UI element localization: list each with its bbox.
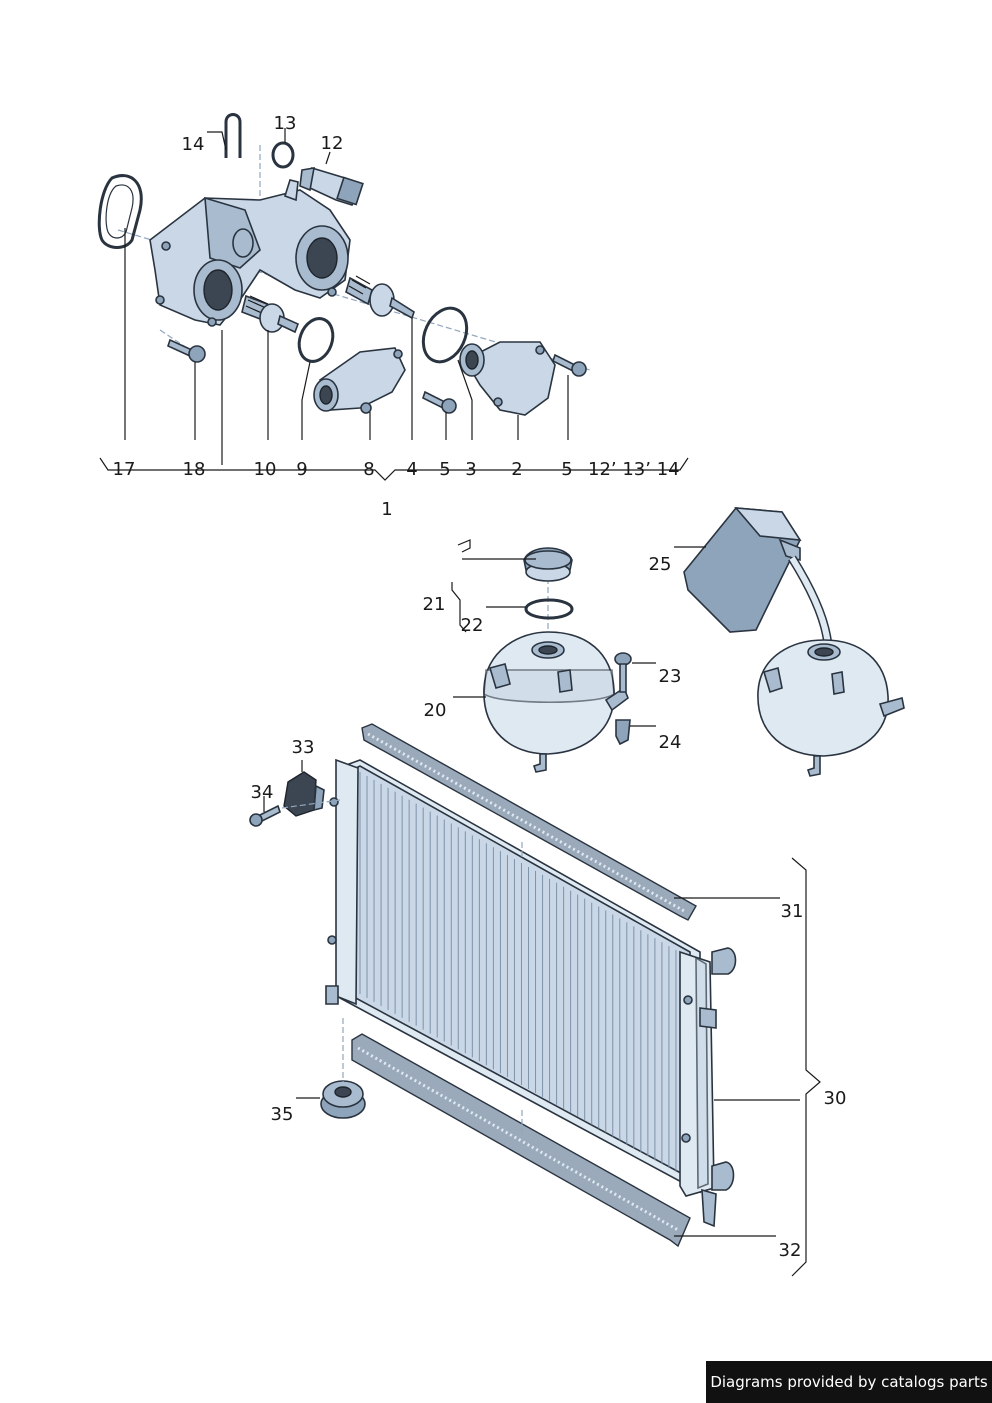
bolt-5b	[552, 353, 587, 377]
label-31: 31	[781, 901, 804, 922]
label-4: 4	[406, 459, 417, 480]
label-22: 22	[461, 615, 484, 636]
label-14: 14	[182, 134, 205, 155]
label-20: 20	[424, 700, 447, 721]
screw-23	[614, 652, 632, 693]
label-9: 9	[296, 459, 307, 480]
coolant-pipe-2	[459, 341, 556, 416]
label-21: 21	[423, 594, 446, 615]
thermostat-4	[345, 275, 415, 320]
label-3: 3	[465, 459, 476, 480]
thermostat-10	[241, 294, 300, 334]
label-34: 34	[251, 782, 274, 803]
o-ring-9	[297, 317, 335, 363]
label-13: 13	[274, 113, 297, 134]
sealing-strip-32	[351, 1033, 691, 1248]
label-refs: 12’ 13’ 14	[588, 459, 680, 480]
sealing-strip-31	[361, 723, 697, 921]
label-8: 8	[363, 459, 374, 480]
coolant-pipe-8	[313, 347, 406, 414]
label-33: 33	[292, 737, 315, 758]
radiator-group	[249, 723, 821, 1277]
o-ring-3	[421, 306, 469, 364]
bolt-18	[167, 338, 206, 363]
clip-14	[224, 113, 242, 158]
coolant-container-25	[674, 507, 905, 777]
label-5b: 5	[561, 459, 572, 480]
screw-34	[249, 804, 281, 827]
seal-ring-22	[524, 598, 574, 620]
label-23: 23	[659, 666, 682, 687]
label-25: 25	[649, 554, 672, 575]
label-24: 24	[659, 732, 682, 753]
label-5a: 5	[439, 459, 450, 480]
label-1: 1	[381, 499, 392, 520]
label-2: 2	[511, 459, 522, 480]
label-10: 10	[254, 459, 277, 480]
clip-24	[615, 719, 631, 746]
label-32: 32	[779, 1240, 802, 1261]
footer-credit: Diagrams provided by catalogs parts	[706, 1361, 992, 1403]
thermostat-housing-group	[97, 113, 689, 481]
expansion-tank-group	[451, 539, 656, 773]
tank-cap-21	[523, 547, 573, 582]
gasket-17	[97, 174, 143, 249]
label-35: 35	[271, 1104, 294, 1125]
bolt-5a	[422, 390, 457, 414]
coolant-housing	[149, 179, 351, 327]
label-30: 30	[824, 1088, 847, 1109]
o-ring-13	[271, 141, 295, 169]
expansion-tank-20	[483, 631, 629, 773]
label-17: 17	[113, 459, 136, 480]
bracket-33	[283, 771, 325, 817]
rubber-mount-35	[320, 1080, 366, 1119]
label-12: 12	[321, 133, 344, 154]
temperature-sensor-12	[299, 166, 364, 206]
radiator-30	[325, 758, 737, 1228]
label-18: 18	[183, 459, 206, 480]
